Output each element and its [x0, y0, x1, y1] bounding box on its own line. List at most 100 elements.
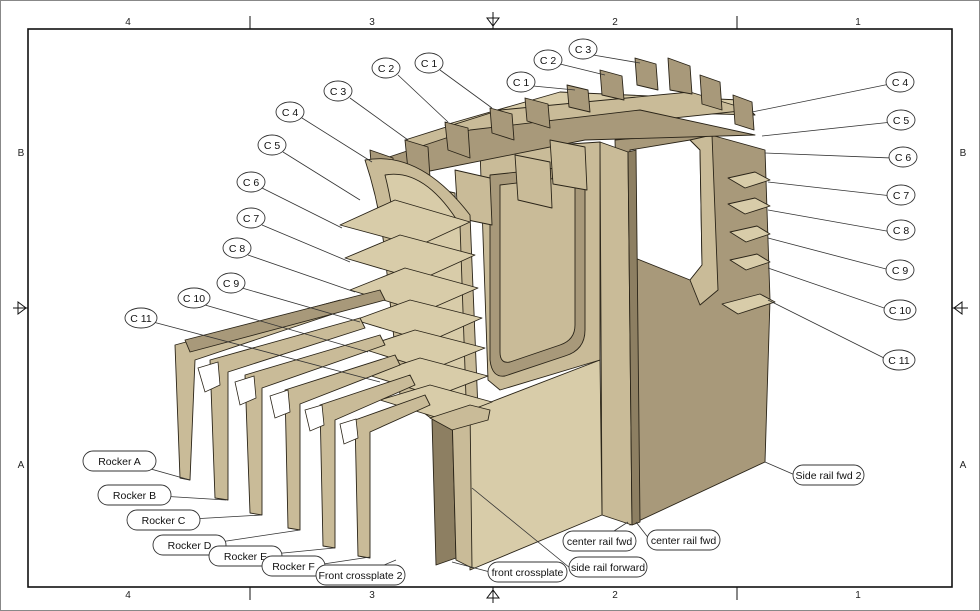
rocker-f-panel: [354, 394, 431, 559]
right-wall-frame-inner: [689, 134, 719, 306]
right-shelves: [721, 171, 776, 315]
callout-right-c6: C 6: [888, 146, 918, 168]
callout-right-c10: C 10: [883, 299, 917, 321]
callout-text: C 5: [264, 140, 281, 152]
callout-side-rail-fwd-2: Side rail fwd 2: [792, 464, 865, 486]
callout-left-c7: C 7: [236, 207, 266, 229]
center-mark-left: [13, 301, 28, 315]
rocker-b-panel: [209, 317, 366, 501]
callout-center-rail-fwd-1: center rail fwd: [562, 530, 637, 552]
zone-top-3: 3: [369, 17, 375, 28]
center-mark-right: [952, 301, 968, 315]
callout-text: C 9: [892, 265, 909, 277]
callout-text: front crossplate: [492, 567, 564, 579]
callout-right-c4: C 4: [885, 71, 915, 93]
zone-bottom-2: 2: [612, 590, 618, 601]
callout-text: C 6: [243, 177, 260, 189]
callout-left-c3: C 3: [323, 80, 353, 102]
callout-rocker-b: Rocker B: [97, 484, 172, 506]
zone-right-a: A: [960, 460, 967, 471]
callout-left-c1: C 1: [414, 52, 444, 74]
callout-text: C 11: [888, 355, 910, 367]
callout-text: C 3: [575, 44, 592, 56]
callout-left-c8: C 8: [222, 237, 252, 259]
callout-text: C 5: [893, 115, 910, 127]
callout-rocker-a: Rocker A: [82, 450, 157, 472]
front-crossplate-cap: [429, 404, 491, 431]
callout-right-c2: C 2: [533, 49, 563, 71]
callout-text: center rail fwd: [651, 535, 717, 547]
center-rail-edge: [627, 149, 641, 526]
rocker-d-panel: [284, 354, 401, 531]
callout-text: C 4: [282, 107, 299, 119]
zone-bottom-4: 4: [125, 590, 131, 601]
zone-left-b: B: [18, 148, 25, 159]
callout-text: Side rail fwd 2: [796, 470, 862, 482]
callout-text: C 7: [243, 213, 260, 225]
callout-right-c11: C 11: [882, 349, 916, 371]
callout-front-crossplate: front crossplate: [487, 561, 568, 583]
callout-right-c5: C 5: [886, 109, 916, 131]
right-wall-window: [629, 139, 703, 281]
callout-text: side rail forward: [571, 562, 645, 574]
inner-arch-face: [499, 175, 576, 363]
zone-left-a: A: [18, 460, 25, 471]
callout-text: C 8: [229, 243, 246, 255]
callout-text: Rocker C: [142, 515, 186, 527]
left-shelves: [339, 199, 493, 421]
callout-text: Rocker B: [113, 490, 156, 502]
rocker-e-panel: [319, 374, 416, 549]
center-mark-bottom: [486, 587, 500, 603]
callout-text: C 9: [223, 278, 240, 290]
callout-left-c10: C 10: [177, 287, 211, 309]
callout-rocker-f: Rocker F: [261, 555, 326, 577]
callout-text: C 1: [421, 58, 438, 70]
callout-text: C 11: [130, 313, 152, 325]
callout-left-c9: C 9: [216, 272, 246, 294]
callout-left-c6: C 6: [236, 171, 266, 193]
zone-top-1: 1: [855, 17, 861, 28]
wooden-frame-assembly: [174, 57, 776, 571]
callouts: C 4 C 3 C 2 C 1 C 5 C 6 C 7 C 8: [82, 38, 918, 586]
callout-text: C 10: [889, 305, 911, 317]
callout-text: Rocker D: [168, 540, 212, 552]
zone-bottom-3: 3: [369, 590, 375, 601]
callout-right-c8: C 8: [886, 219, 916, 241]
callout-text: C 4: [892, 77, 909, 89]
callout-text: C 6: [895, 152, 912, 164]
callout-right-c1: C 1: [506, 71, 536, 93]
callout-left-c5: C 5: [257, 134, 287, 156]
callout-left-c11: C 11: [124, 307, 158, 329]
callout-front-crossplate-2: Front crossplate 2: [315, 564, 406, 586]
callout-text: Rocker A: [98, 456, 141, 468]
callout-right-c7: C 7: [886, 184, 916, 206]
callout-side-rail-forward: side rail forward: [568, 556, 648, 578]
callout-text: C 2: [378, 63, 395, 75]
leader-lines: [125, 54, 893, 576]
callout-text: C 2: [540, 55, 557, 67]
callout-text: C 7: [893, 190, 910, 202]
callout-center-rail-fwd-2: center rail fwd: [646, 529, 721, 551]
callout-text: Front crossplate 2: [318, 570, 402, 582]
callout-text: Rocker F: [272, 561, 315, 573]
zone-bottom-1: 1: [855, 590, 861, 601]
callout-text: C 1: [513, 77, 530, 89]
callout-text: C 10: [183, 293, 205, 305]
callout-text: C 3: [330, 86, 347, 98]
callout-right-c3: C 3: [568, 38, 598, 60]
zone-top-2: 2: [612, 17, 618, 28]
callout-left-c2: C 2: [371, 57, 401, 79]
zone-right-b: B: [960, 148, 967, 159]
callout-rocker-c: Rocker C: [126, 509, 201, 531]
rocker-c-panel: [244, 334, 386, 516]
callout-text: center rail fwd: [567, 536, 633, 548]
callout-rocker-d: Rocker D: [152, 534, 227, 556]
side-rail-back: [184, 289, 386, 353]
callout-text: C 8: [893, 225, 910, 237]
callout-left-c4: C 4: [275, 101, 305, 123]
center-rail-panel: [599, 141, 633, 526]
shelf-c10: [367, 357, 489, 397]
zone-top-4: 4: [125, 17, 131, 28]
center-mark-top: [486, 12, 500, 29]
